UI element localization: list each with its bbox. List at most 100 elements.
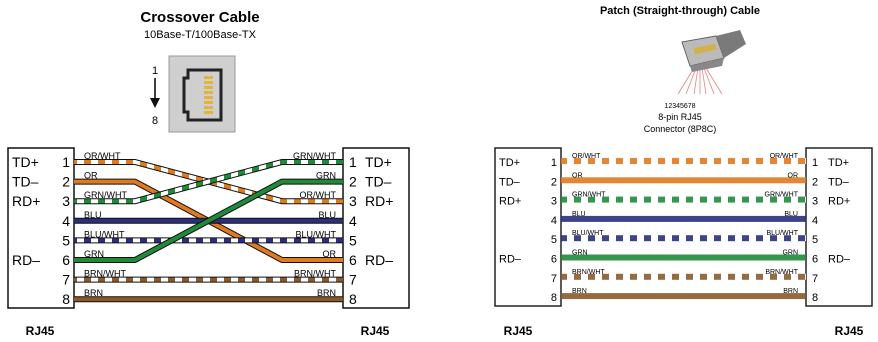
right-wire-label: OR bbox=[788, 172, 799, 179]
left-signal-label: TD– bbox=[499, 176, 521, 188]
right-wire-label: BRN bbox=[783, 288, 798, 295]
left-pin-number: 8 bbox=[62, 291, 70, 307]
right-pin-number: 6 bbox=[812, 254, 818, 266]
right-wire-label: OR/WHT bbox=[300, 190, 337, 200]
left-pin-number: 6 bbox=[551, 254, 557, 266]
right-pin-number: 2 bbox=[812, 176, 818, 188]
left-wire-label: BRN bbox=[572, 288, 587, 295]
left-wire-label: GRN/WHT bbox=[84, 190, 127, 200]
patch-wire-or-wht bbox=[561, 158, 806, 164]
patch-left-rj45-box bbox=[494, 147, 562, 307]
pin-arrow-head bbox=[150, 98, 160, 108]
left-wire-label: OR/WHT bbox=[572, 153, 601, 160]
left-wire-label: BLU bbox=[572, 211, 586, 218]
left-signal-label: RD– bbox=[499, 254, 522, 266]
left-signal-label: RD+ bbox=[499, 196, 521, 208]
right-pin-number: 2 bbox=[349, 174, 357, 190]
left-wire-label: GRN/WHT bbox=[572, 192, 606, 199]
right-signal-label: TD+ bbox=[828, 157, 849, 169]
left-connector-label: RJ45 bbox=[26, 324, 55, 338]
left-pin-number: 2 bbox=[62, 174, 70, 190]
right-pin-number: 4 bbox=[812, 215, 818, 227]
right-pin-number: 3 bbox=[812, 196, 818, 208]
rj45-plug-icon bbox=[677, 30, 746, 95]
patch-wire-brn-wht bbox=[561, 273, 806, 280]
left-pin-number: 5 bbox=[551, 234, 557, 246]
patch-wire-grn bbox=[561, 254, 806, 261]
left-wire-label: BRN bbox=[84, 288, 103, 298]
right-wire-label: BRN/WHT bbox=[294, 269, 336, 279]
left-pin-number: 3 bbox=[62, 193, 70, 209]
right-wire-label: OR/WHT bbox=[770, 153, 799, 160]
left-wire-label: BRN/WHT bbox=[572, 269, 605, 276]
crossover-title: Crossover Cable bbox=[140, 9, 259, 26]
left-signal-label: TD– bbox=[12, 174, 39, 190]
right-wire-label: BLU/WHT bbox=[296, 229, 337, 239]
right-wire-label: BLU/WHT bbox=[767, 230, 799, 237]
right-connector-label: RJ45 bbox=[361, 324, 390, 338]
patch-wire-or bbox=[561, 177, 806, 184]
patch-wire-brn bbox=[561, 293, 806, 300]
left-wire-label: OR bbox=[84, 171, 98, 181]
right-wire-label: GRN/WHT bbox=[293, 151, 336, 161]
pin-arrow-end: 8 bbox=[152, 115, 158, 127]
left-pin-number: 4 bbox=[551, 215, 557, 227]
left-pin-number: 2 bbox=[551, 176, 557, 188]
right-pin-number: 8 bbox=[812, 292, 818, 304]
right-pin-number: 1 bbox=[812, 157, 818, 169]
patch-wire-blu bbox=[561, 215, 806, 222]
left-wire-label: OR/WHT bbox=[84, 151, 121, 161]
patch-connector-line2: Connector (8P8C) bbox=[644, 124, 717, 134]
right-signal-label: RD+ bbox=[365, 193, 393, 209]
right-wire-label: BRN/WHT bbox=[765, 269, 798, 276]
right-pin-number: 6 bbox=[349, 252, 357, 268]
left-signal-label: TD+ bbox=[12, 154, 39, 170]
right-wire-label: BRN bbox=[317, 288, 336, 298]
left-pin-number: 1 bbox=[551, 157, 557, 169]
left-wire-label: BRN/WHT bbox=[84, 269, 126, 279]
right-pin-number: 4 bbox=[349, 213, 357, 229]
right-wire-label: GRN bbox=[782, 250, 798, 257]
right-pin-number: 3 bbox=[349, 193, 357, 209]
left-pin-number: 8 bbox=[551, 292, 557, 304]
left-wire-label: OR bbox=[572, 172, 583, 179]
left-pin-number: 6 bbox=[62, 252, 70, 268]
left-wire-label: BLU/WHT bbox=[84, 229, 125, 239]
left-wire-label: GRN bbox=[84, 249, 104, 259]
left-wire-label: GRN bbox=[572, 250, 588, 257]
right-wire-label: GRN/WHT bbox=[765, 192, 799, 199]
left-signal-label: RD+ bbox=[12, 193, 40, 209]
pin-arrow-start: 1 bbox=[152, 65, 158, 77]
right-signal-label: TD+ bbox=[365, 154, 392, 170]
left-wire-label: BLU/WHT bbox=[572, 230, 604, 237]
wire-grn bbox=[74, 179, 343, 262]
right-pin-number: 5 bbox=[349, 232, 357, 248]
patch-left-connector-label: RJ45 bbox=[504, 324, 533, 338]
left-pin-number: 7 bbox=[551, 273, 557, 285]
right-signal-label: RD– bbox=[828, 254, 851, 266]
patch-wires bbox=[561, 158, 806, 300]
patch-wire-grn-wht bbox=[561, 196, 806, 203]
patch-wire-blu-wht bbox=[561, 235, 806, 242]
left-signal-label: TD+ bbox=[499, 157, 520, 169]
patch-right-connector-label: RJ45 bbox=[835, 324, 864, 338]
crossover-subtitle: 10Base-T/100Base-TX bbox=[144, 29, 257, 41]
patch-diagram: Patch (Straight-through) Cable 12345678 … bbox=[494, 5, 873, 338]
left-wire-label: BLU bbox=[84, 210, 102, 220]
left-rj45-box bbox=[7, 147, 75, 309]
patch-right-rj45-box bbox=[805, 147, 873, 307]
left-pin-number: 3 bbox=[551, 196, 557, 208]
right-wire-label: BLU bbox=[318, 210, 336, 220]
right-wire-label: OR bbox=[323, 249, 337, 259]
right-wire-label: BLU bbox=[784, 211, 798, 218]
patch-pin-numbers: 12345678 bbox=[664, 103, 695, 110]
patch-pin-rows: TD+ 1 OR/WHT TD– 2 OR RD+ 3 GRN/WHT 4 BLU 5 BLU/WHT R… bbox=[499, 153, 851, 304]
left-pin-number: 5 bbox=[62, 232, 70, 248]
right-pin-number: 1 bbox=[349, 154, 357, 170]
rj45-jack-icon bbox=[168, 55, 236, 133]
right-wire-label: GRN bbox=[316, 171, 336, 181]
right-signal-label: RD– bbox=[365, 252, 393, 268]
right-pin-number: 5 bbox=[812, 234, 818, 246]
